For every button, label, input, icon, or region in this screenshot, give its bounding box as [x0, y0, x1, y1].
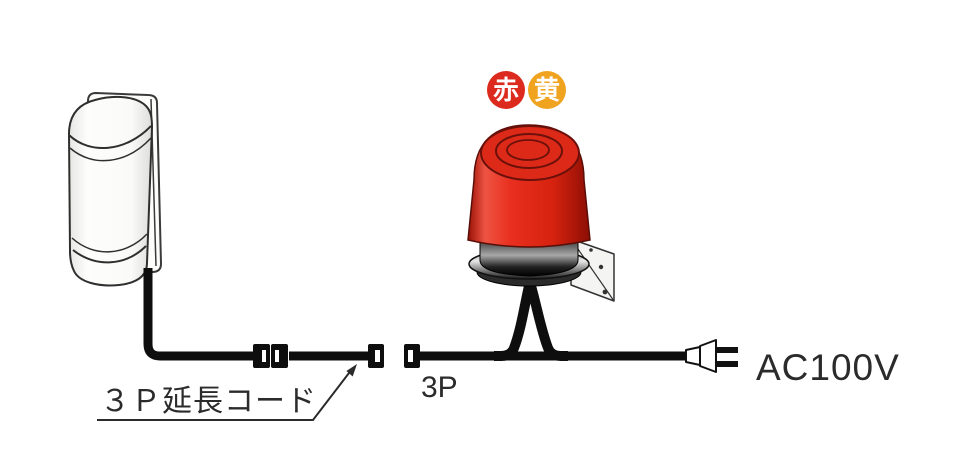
connector-pair-left-block [253, 344, 270, 368]
3p-plug-label: 3P [421, 371, 458, 404]
beacon-cable-right-leg [526, 284, 568, 361]
plug-body [699, 339, 717, 373]
sensor-cap-line-2 [69, 137, 152, 162]
plug-prong-top [716, 347, 738, 353]
bracket-hole-middle [598, 264, 604, 270]
power-plug [685, 339, 738, 373]
bracket-hole-top [589, 248, 593, 252]
cord-end-slit [375, 350, 380, 362]
mounting-bracket [570, 238, 615, 302]
beacon-3p-plug-connector [404, 344, 420, 368]
bracket-hole-bottom [602, 289, 608, 295]
lamp-color-badges: 赤 黄 [487, 71, 566, 109]
badge-yellow [528, 71, 566, 109]
beacon-cable-left-leg [494, 284, 534, 361]
connector-pair-right-slit [275, 350, 279, 362]
sensor-band-line-2 [72, 245, 147, 264]
motion-sensor [68, 91, 163, 287]
sensor-band-line-1 [71, 233, 148, 253]
connector-pair-right-block [271, 344, 288, 368]
cord-connector-pair [253, 344, 288, 368]
extension-cord-label: ３Ｐ延長コード [100, 385, 317, 418]
plug-prong-bottom [716, 361, 738, 367]
badge-red [487, 71, 525, 109]
power-label: AC100V [756, 347, 900, 388]
dome-ring-inner [506, 139, 550, 161]
dome-ring-outer [495, 133, 563, 169]
sensor-body [68, 95, 153, 287]
badge-red-label: 赤 [493, 75, 519, 105]
sensor-cable [143, 268, 253, 361]
sensor-cap-line-1 [68, 125, 152, 150]
badge-yellow-label: 黄 [534, 75, 560, 105]
extension-cord-end-connector [368, 344, 384, 368]
connector-pair-left-slit [262, 350, 266, 362]
3p-plug-slit [408, 350, 413, 362]
extension-cord-leader-line [97, 372, 350, 421]
warning-light [467, 124, 615, 302]
plug-boot [685, 346, 701, 366]
extension-cord-leader-arrowhead [346, 364, 357, 377]
